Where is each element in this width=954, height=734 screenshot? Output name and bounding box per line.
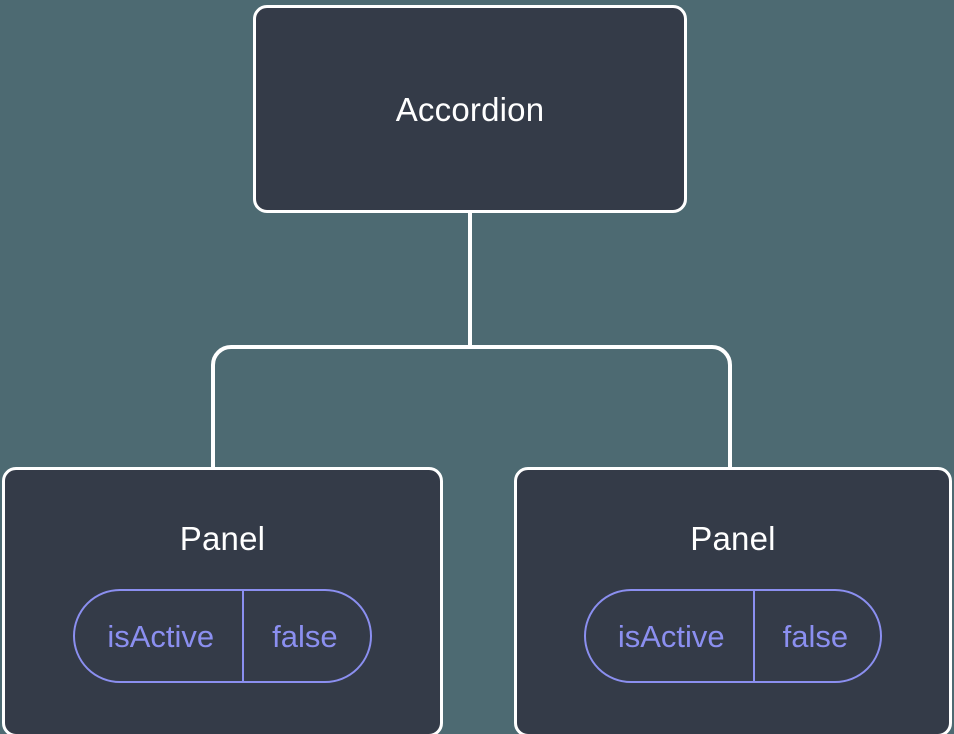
- node-panel-0-label: Panel: [179, 520, 266, 557]
- prop-value-0: false: [242, 591, 369, 681]
- prop-badge-is-active-0[interactable]: isActive false: [73, 589, 372, 683]
- node-panel-0[interactable]: Panel isActive false: [2, 467, 443, 734]
- edge-to-panel-1: [470, 345, 732, 467]
- edge-to-panel-0: [211, 345, 470, 467]
- prop-key-1: isActive: [617, 618, 725, 654]
- node-panel-1[interactable]: Panel isActive false: [514, 467, 952, 734]
- prop-value-1: false: [752, 591, 880, 681]
- prop-badge-is-active-1[interactable]: isActive false: [583, 589, 883, 683]
- prop-key-0: isActive: [107, 618, 215, 654]
- node-accordion-label: Accordion: [395, 90, 545, 128]
- node-panel-1-label: Panel: [690, 520, 776, 557]
- node-accordion[interactable]: Accordion: [253, 5, 687, 213]
